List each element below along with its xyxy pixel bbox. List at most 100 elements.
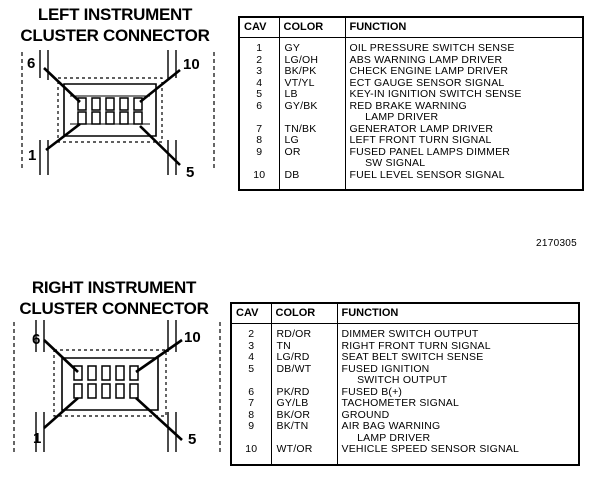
function-cell: FUEL LEVEL SENSOR SIGNAL [344,169,584,190]
function-cell: ABS WARNING LAMP DRIVER [344,54,584,66]
right-connector-title: RIGHT INSTRUMENT CLUSTER CONNECTOR [8,277,220,319]
left-leader-5 [139,125,181,166]
color-cell: BK/PK [278,65,346,78]
right-connector-drawing [13,320,221,452]
left-pin-label-1: 1 [28,147,37,164]
function-cell: TACHOMETER SIGNAL [336,397,580,410]
right-pin-label-1: 1 [33,430,42,447]
color-cell: LG [278,134,346,147]
right-header-function: FUNCTION [336,302,580,324]
function-cell: LEFT FRONT TURN SIGNAL [344,134,584,147]
left-header-cav: CAV [238,16,280,38]
color-cell: LG/RD [270,351,338,364]
color-cell: GY/BK [278,100,346,124]
right-pin-label-6: 6 [32,331,41,348]
cav-cell: 1 [238,37,280,55]
cav-cell: 3 [238,65,280,78]
left-pin-label-10: 10 [183,56,200,73]
right-leader-6 [43,339,79,373]
left-table-header: CAV COLOR FUNCTION [238,16,584,38]
right-leader-5 [135,397,183,441]
cav-cell: 7 [230,397,272,410]
right-leader-1 [43,397,79,429]
color-cell: GY/LB [270,397,338,410]
right-header-cav: CAV [230,302,272,324]
color-cell: WT/OR [270,443,338,465]
function-cell: RED BRAKE WARNING LAMP DRIVER [344,100,584,124]
function-cell: OIL PRESSURE SWITCH SENSE [344,37,584,55]
right-table-header: CAV COLOR FUNCTION [230,302,580,324]
right-leader-10 [135,338,183,374]
right-pin-row-top [73,365,139,381]
left-pin-label-5: 5 [186,164,195,181]
right-title-line2: CLUSTER CONNECTOR [19,299,209,318]
function-cell: FUSED B(+) [336,386,580,398]
left-header-color: COLOR [278,16,346,38]
right-header-color: COLOR [270,302,338,324]
left-leader-6 [43,67,81,103]
color-cell: BK/TN [270,420,338,444]
color-cell: DB [278,169,346,190]
function-cell: FUSED PANEL LAMPS DIMMER SW SIGNAL [344,146,584,170]
function-cell: KEY-IN IGNITION SWITCH SENSE [344,88,584,101]
right-pin-row-bottom [73,383,139,399]
left-connector-drawing [21,50,215,175]
color-cell: LB [278,88,346,101]
left-pin-row-top [77,97,143,111]
color-cell: DB/WT [270,363,338,387]
color-cell: GY [278,37,346,55]
left-header-function: FUNCTION [344,16,584,38]
color-cell: RD/OR [270,323,338,341]
cav-cell: 4 [230,351,272,364]
function-cell: RIGHT FRONT TURN SIGNAL [336,340,580,352]
cav-cell: 5 [238,88,280,101]
cav-cell: 10 [238,169,280,190]
cav-cell: 2 [230,323,272,341]
function-cell: CHECK ENGINE LAMP DRIVER [344,65,584,78]
function-cell: GROUND [336,409,580,421]
right-pin-label-5: 5 [188,431,197,448]
function-cell: VEHICLE SPEED SENSOR SIGNAL [336,443,580,465]
left-pin-label-6: 6 [27,55,36,72]
cav-cell: 9 [230,420,272,444]
cav-cell: 5 [230,363,272,387]
left-connector-title: LEFT INSTRUMENT CLUSTER CONNECTOR [6,4,224,46]
figure-reference-number: 2170305 [536,238,578,249]
left-pin-row-bottom [77,111,143,125]
function-cell: SEAT BELT SWITCH SENSE [336,351,580,364]
function-cell: ECT GAUGE SENSOR SIGNAL [344,77,584,89]
function-cell: GENERATOR LAMP DRIVER [344,123,584,135]
right-pin-label-10: 10 [184,329,201,346]
left-title-line2: CLUSTER CONNECTOR [20,26,210,45]
cav-cell: 6 [238,100,280,124]
cav-cell: 9 [238,146,280,170]
left-title-line1: LEFT INSTRUMENT [37,5,193,24]
function-cell: FUSED IGNITION SWITCH OUTPUT [336,363,580,387]
color-cell: OR [278,146,346,170]
function-cell: DIMMER SWITCH OUTPUT [336,323,580,341]
left-leader-10 [139,68,181,104]
right-title-line1: RIGHT INSTRUMENT [31,278,197,297]
left-leader-1 [45,122,81,152]
cav-cell: 8 [238,134,280,147]
